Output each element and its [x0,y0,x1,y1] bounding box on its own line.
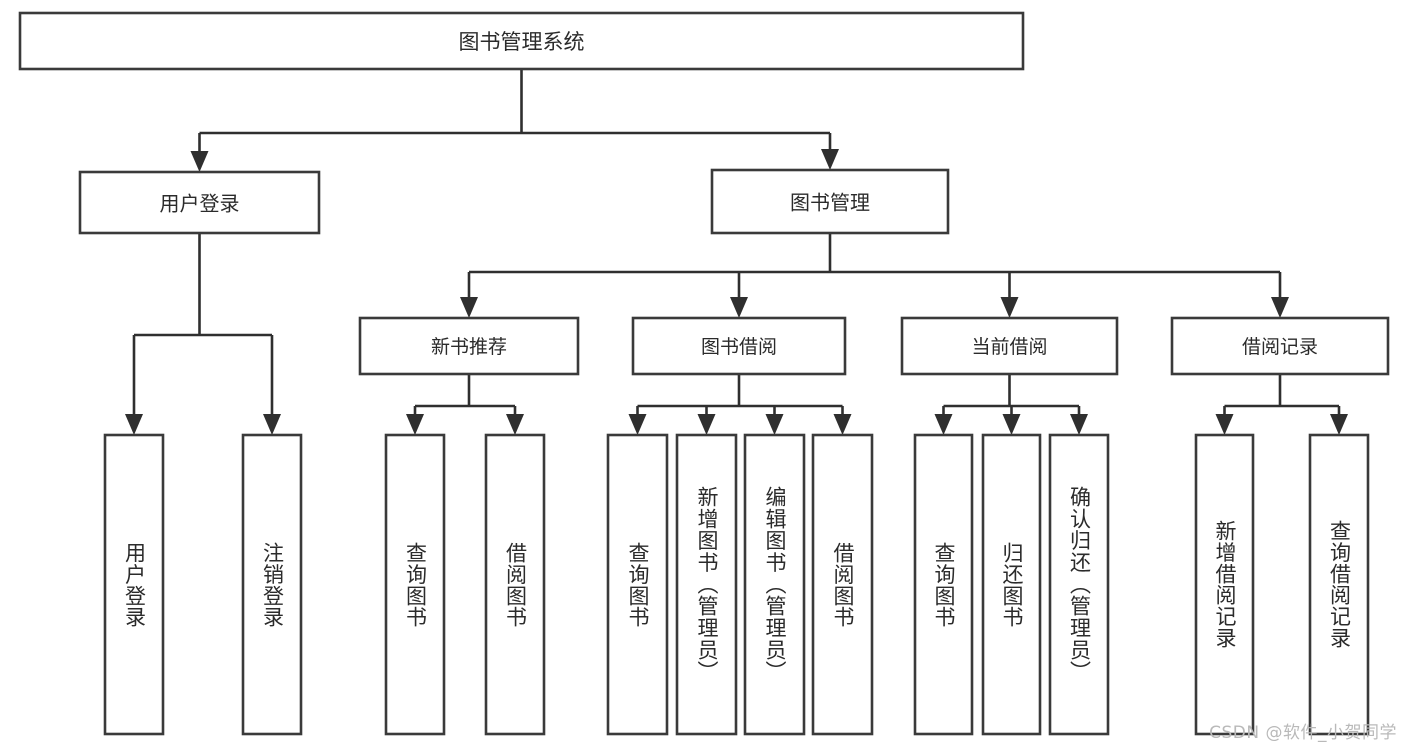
node-rect [103,433,165,736]
arrow-head-icon [1330,414,1348,435]
node-rect [1048,433,1110,736]
arrow-head-icon [460,297,478,318]
leaf-查询图书[interactable] [606,433,669,736]
node-rect [811,433,874,736]
arrow-head-icon [934,414,953,435]
arrow-head-icon [190,151,209,172]
arrow-head-icon [1070,414,1088,435]
node-rect [743,433,806,736]
leaf-新增图书管理员[interactable] [675,433,738,736]
leaf-注销登录[interactable] [241,433,303,736]
node-rect [710,168,950,235]
node-rect [631,316,847,376]
arrow-head-icon [697,414,716,435]
arrow-head-icon [833,414,852,435]
node-rect [606,433,669,736]
arrow-head-icon [821,149,839,170]
arrow-head-icon [730,297,748,318]
node-label-图书管理: 图书管理 [790,191,870,215]
arrow-head-icon [1215,414,1234,435]
node-图书借阅[interactable] [631,316,847,376]
leaf-新增借阅记录[interactable] [1194,433,1255,736]
node-rect [900,316,1119,376]
node-rect [1170,316,1390,376]
node-rect [384,433,446,736]
node-rect [1194,433,1255,736]
node-rect [78,170,321,235]
leaf-借阅图书[interactable] [484,433,546,736]
arrow-head-icon [1271,297,1289,318]
node-label-图书管理系统: 图书管理系统 [459,30,585,54]
connector-lines [125,69,1348,435]
leaf-归还图书[interactable] [981,433,1042,736]
arrow-head-icon [263,414,281,435]
leaf-查询借阅记录[interactable] [1308,433,1370,736]
node-label-用户登录: 用户登录 [160,192,240,216]
node-借阅记录[interactable] [1170,316,1390,376]
leaf-确认归还管理员[interactable] [1048,433,1110,736]
arrow-head-icon [765,414,784,435]
leaf-查询图书[interactable] [384,433,446,736]
leaf-借阅图书[interactable] [811,433,874,736]
arrow-head-icon [506,414,524,435]
node-label-新书推荐: 新书推荐 [431,336,507,358]
node-rect [358,316,580,376]
node-label-借阅记录: 借阅记录 [1242,336,1318,358]
arrow-head-icon [1002,414,1021,435]
node-rect [675,433,738,736]
node-图书管理[interactable] [710,168,950,235]
node-rect [484,433,546,736]
arrow-head-icon [406,414,424,435]
node-图书管理系统[interactable] [18,11,1025,71]
leaf-编辑图书管理员[interactable] [743,433,806,736]
node-用户登录[interactable] [78,170,321,235]
node-label-图书借阅: 图书借阅 [701,336,777,358]
arrow-head-icon [1000,297,1019,318]
node-rect [981,433,1042,736]
node-rect [1308,433,1370,736]
node-新书推荐[interactable] [358,316,580,376]
leaf-查询图书[interactable] [913,433,974,736]
arrow-head-icon [628,414,647,435]
leaf-用户登录[interactable] [103,433,165,736]
node-label-当前借阅: 当前借阅 [971,336,1047,358]
arrow-head-icon [125,414,143,435]
node-boxes [18,11,1390,736]
node-rect [913,433,974,736]
watermark-text: CSDN @软件_小贺同学 [1209,723,1397,743]
node-当前借阅[interactable] [900,316,1119,376]
node-rect [241,433,303,736]
node-rect [18,11,1025,71]
